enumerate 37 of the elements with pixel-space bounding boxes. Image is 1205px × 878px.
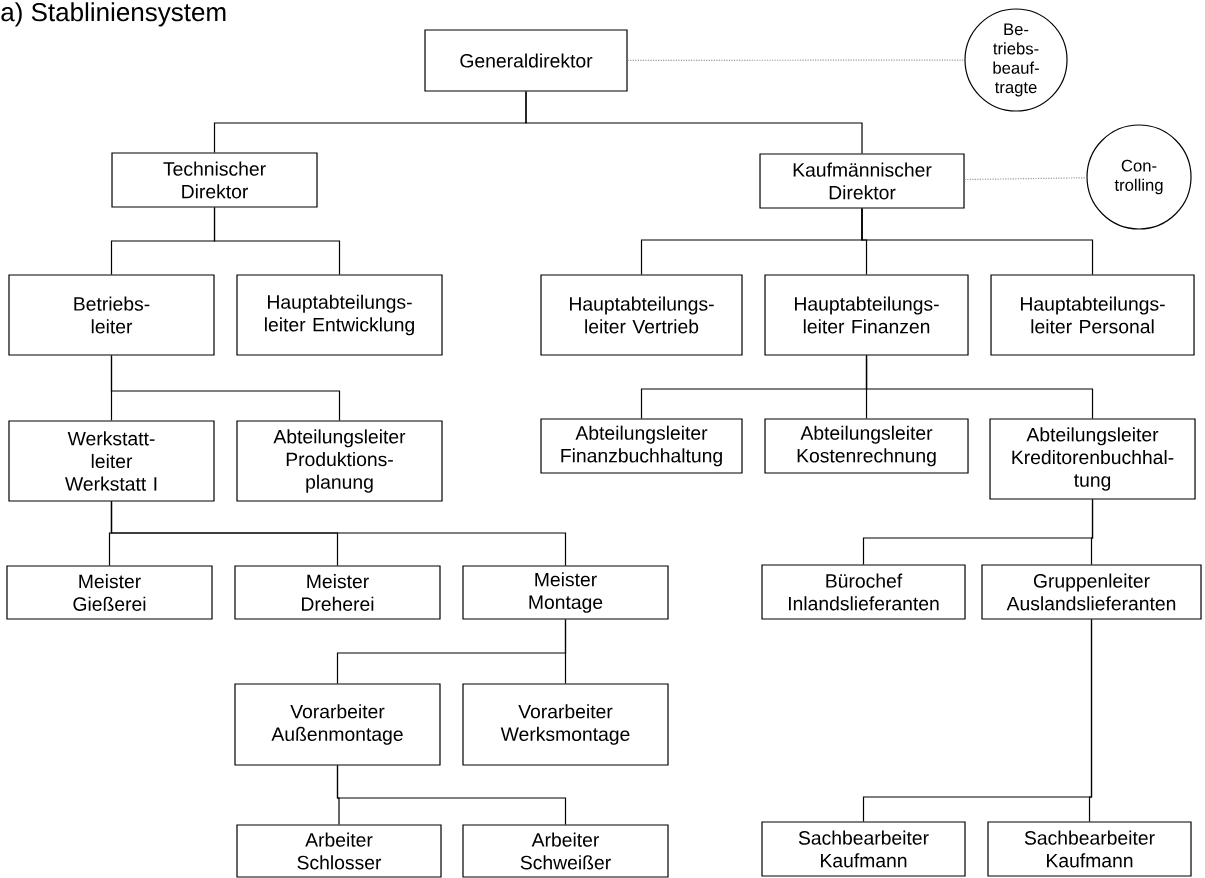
org-box: Werkstatt- leiter Werkstatt I xyxy=(8,420,215,502)
org-box: Gruppenleiter Auslandslieferanten xyxy=(981,564,1202,620)
org-box: Meister Gießerei xyxy=(6,565,213,620)
org-box: Vorarbeiter Außenmontage xyxy=(234,683,441,766)
connector-line xyxy=(564,619,567,684)
org-box: Abteilungsleiter Kreditorenbuchhal- tung xyxy=(989,418,1196,500)
connector-line xyxy=(336,765,567,825)
connector-line xyxy=(1090,499,1094,565)
dotted-line xyxy=(964,177,1088,181)
connector-line xyxy=(213,207,341,275)
title: a) Stabliniensystem xyxy=(1,2,226,27)
org-box: Abteilungsleiter Produktions- planung xyxy=(236,420,443,502)
connector-line xyxy=(525,91,863,154)
org-box: Meister Dreherei xyxy=(234,565,441,620)
org-box: Generaldirektor xyxy=(424,29,628,92)
org-box: Abteilungsleiter Finanzbuchhaltung xyxy=(540,418,743,474)
org-box: Arbeiter Schlosser xyxy=(236,824,442,878)
org-box: Technischer Direktor xyxy=(111,152,318,208)
org-box: Hauptabteilungs- leiter Finanzen xyxy=(764,274,969,356)
connector-line xyxy=(110,355,341,421)
org-box: Hauptabteilungs- leiter Personal xyxy=(990,274,1195,356)
dotted-line xyxy=(627,59,965,61)
connector-line xyxy=(110,501,567,566)
org-box: Meister Montage xyxy=(462,565,669,620)
org-box: Hauptabteilungs- leiter Entwicklung xyxy=(236,274,443,356)
org-box: Arbeiter Schweißer xyxy=(462,824,669,878)
org-box: Kaufmännischer Direktor xyxy=(759,153,965,209)
connector-line xyxy=(1088,619,1093,822)
org-box: Vorarbeiter Werksmontage xyxy=(462,683,669,766)
connector-line xyxy=(861,208,1094,275)
org-box: Sachbearbeiter Kaufmann xyxy=(987,821,1192,877)
org-box: Betriebs- leiter xyxy=(8,274,215,356)
org-box: Bürochef Inlandslieferanten xyxy=(761,564,966,620)
connector-line xyxy=(865,355,1094,419)
org-box: Abteilungsleiter Kostenrechnung xyxy=(764,418,969,474)
org-box: Hauptabteilungs- leiter Vertrieb xyxy=(540,274,743,356)
org-box: Sachbearbeiter Kaufmann xyxy=(761,821,966,877)
